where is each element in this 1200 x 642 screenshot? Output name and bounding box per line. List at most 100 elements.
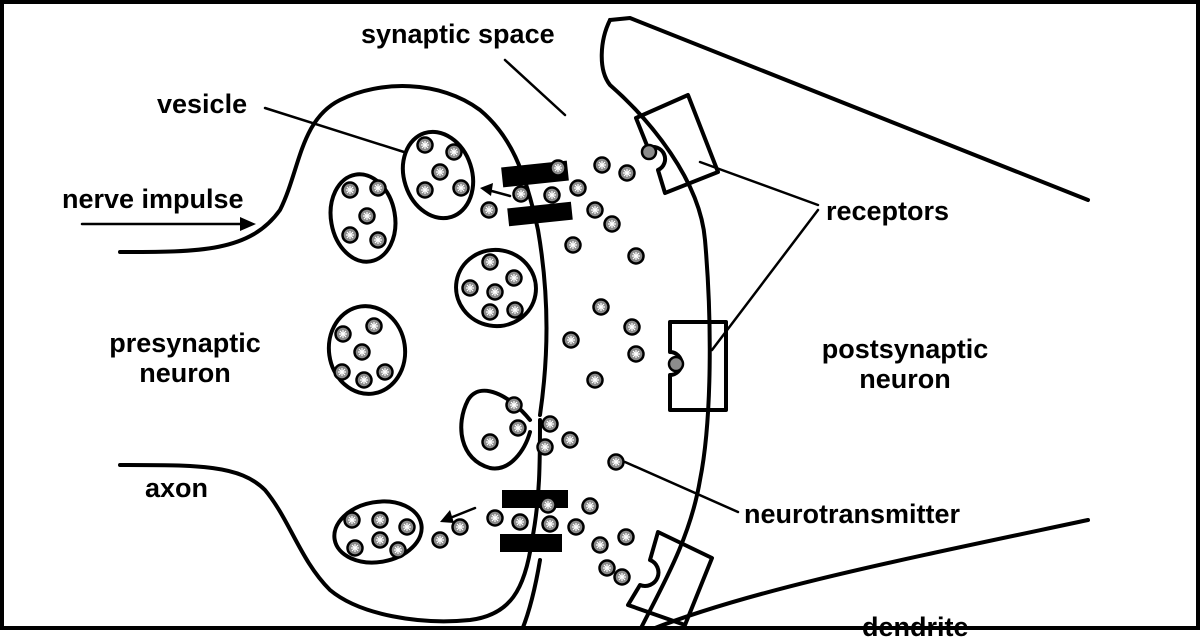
molecule-texture [346,186,354,194]
molecule-texture [591,206,599,214]
molecule-texture [381,368,389,376]
dendrite-edge [648,518,1090,630]
molecule-texture [546,420,554,428]
postsynaptic-top-edge [608,16,1090,202]
molecule-texture [421,186,429,194]
molecule-texture [567,336,575,344]
molecule-texture [628,323,636,331]
molecule-texture [554,164,562,172]
molecule-texture [622,533,630,541]
molecule-texture [632,350,640,358]
label-presynaptic-line2: neuron [139,358,231,388]
molecule-texture [548,191,556,199]
molecule-texture [486,258,494,266]
bound-neurotransmitter-molecule [667,355,685,373]
molecule-texture [394,546,402,554]
label-neurotransmitter: neurotransmitter [744,499,961,529]
molecule-texture [491,514,499,522]
molecule-texture [541,443,549,451]
molecule-texture [586,502,594,510]
neurotransmitter-molecules [333,136,685,586]
molecule-texture [360,376,368,384]
pointer-neurotransmitter [623,460,740,514]
pointer-vesicle [263,106,406,154]
molecule-texture [436,168,444,176]
label-receptors: receptors [826,196,950,226]
molecule-texture [574,184,582,192]
molecule-texture [486,308,494,316]
molecule-texture [339,330,347,338]
axon-lower-line [520,558,542,630]
fusing-vesicle [459,388,532,471]
molecule-texture [338,368,346,376]
vesicle-3 [454,247,538,329]
molecule-texture [510,401,518,409]
molecule-texture [466,284,474,292]
arrow-lower-head [440,510,454,523]
molecule-texture [346,231,354,239]
molecule-texture [421,141,429,149]
label-nerve-impulse: nerve impulse [62,184,244,214]
vesicle-5 [332,499,424,565]
molecule-texture [546,520,554,528]
molecule-texture [358,348,366,356]
molecule-texture [510,274,518,282]
vesicle-2 [328,172,398,264]
label-postsynaptic-line1: postsynaptic [821,334,989,364]
molecule-texture [351,544,359,552]
molecule-texture [591,376,599,384]
label-vesicle: vesicle [157,89,248,119]
molecule-texture [403,523,411,531]
postsynaptic-membrane [599,18,712,630]
molecule-texture [457,184,465,192]
molecule-texture [363,212,371,220]
pointer-receptor-2 [710,208,820,352]
label-postsynaptic-neuron: postsynaptic neuron [800,334,1010,394]
vesicle-4 [326,304,408,396]
channel-bar-4 [500,534,562,552]
molecule-texture [450,148,458,156]
molecule-texture [456,523,464,531]
label-axon: axon [145,473,209,503]
molecule-texture [632,252,640,260]
molecule-texture [612,458,620,466]
bound-neurotransmitter-molecule [640,143,658,161]
molecule-texture [517,190,525,198]
molecule-texture [491,288,499,296]
label-presynaptic-line1: presynaptic [109,328,261,358]
molecule-texture [596,541,604,549]
molecule-texture [374,236,382,244]
label-postsynaptic-line2: neuron [859,364,951,394]
channel-bar-2 [507,201,573,227]
molecule-texture [598,161,606,169]
molecule-texture [516,518,524,526]
arrow-upper-head [480,183,493,196]
pointer-receptor-1 [698,160,820,207]
molecule-texture [572,523,580,531]
molecule-texture [374,184,382,192]
label-synaptic-space: synaptic space [361,19,555,49]
molecule-texture [566,436,574,444]
molecule-texture [485,206,493,214]
molecule-texture [376,516,384,524]
vesicle-1 [400,129,476,221]
molecule-texture [603,564,611,572]
molecule-texture [348,516,356,524]
molecule-texture [544,501,552,509]
molecule-texture [376,536,384,544]
nerve-impulse-arrowhead [240,217,256,231]
arrow-lower-shaft [448,506,477,520]
label-presynaptic-neuron: presynaptic neuron [90,328,280,388]
molecule-texture [618,573,626,581]
receptor-lower [626,530,714,627]
molecule-texture [608,220,616,228]
molecule-texture [569,241,577,249]
molecule-texture [597,303,605,311]
molecule-texture [511,306,519,314]
molecule-texture [486,438,494,446]
presynaptic-membrane-upper [118,84,549,417]
pointer-synaptic-space [503,58,567,117]
